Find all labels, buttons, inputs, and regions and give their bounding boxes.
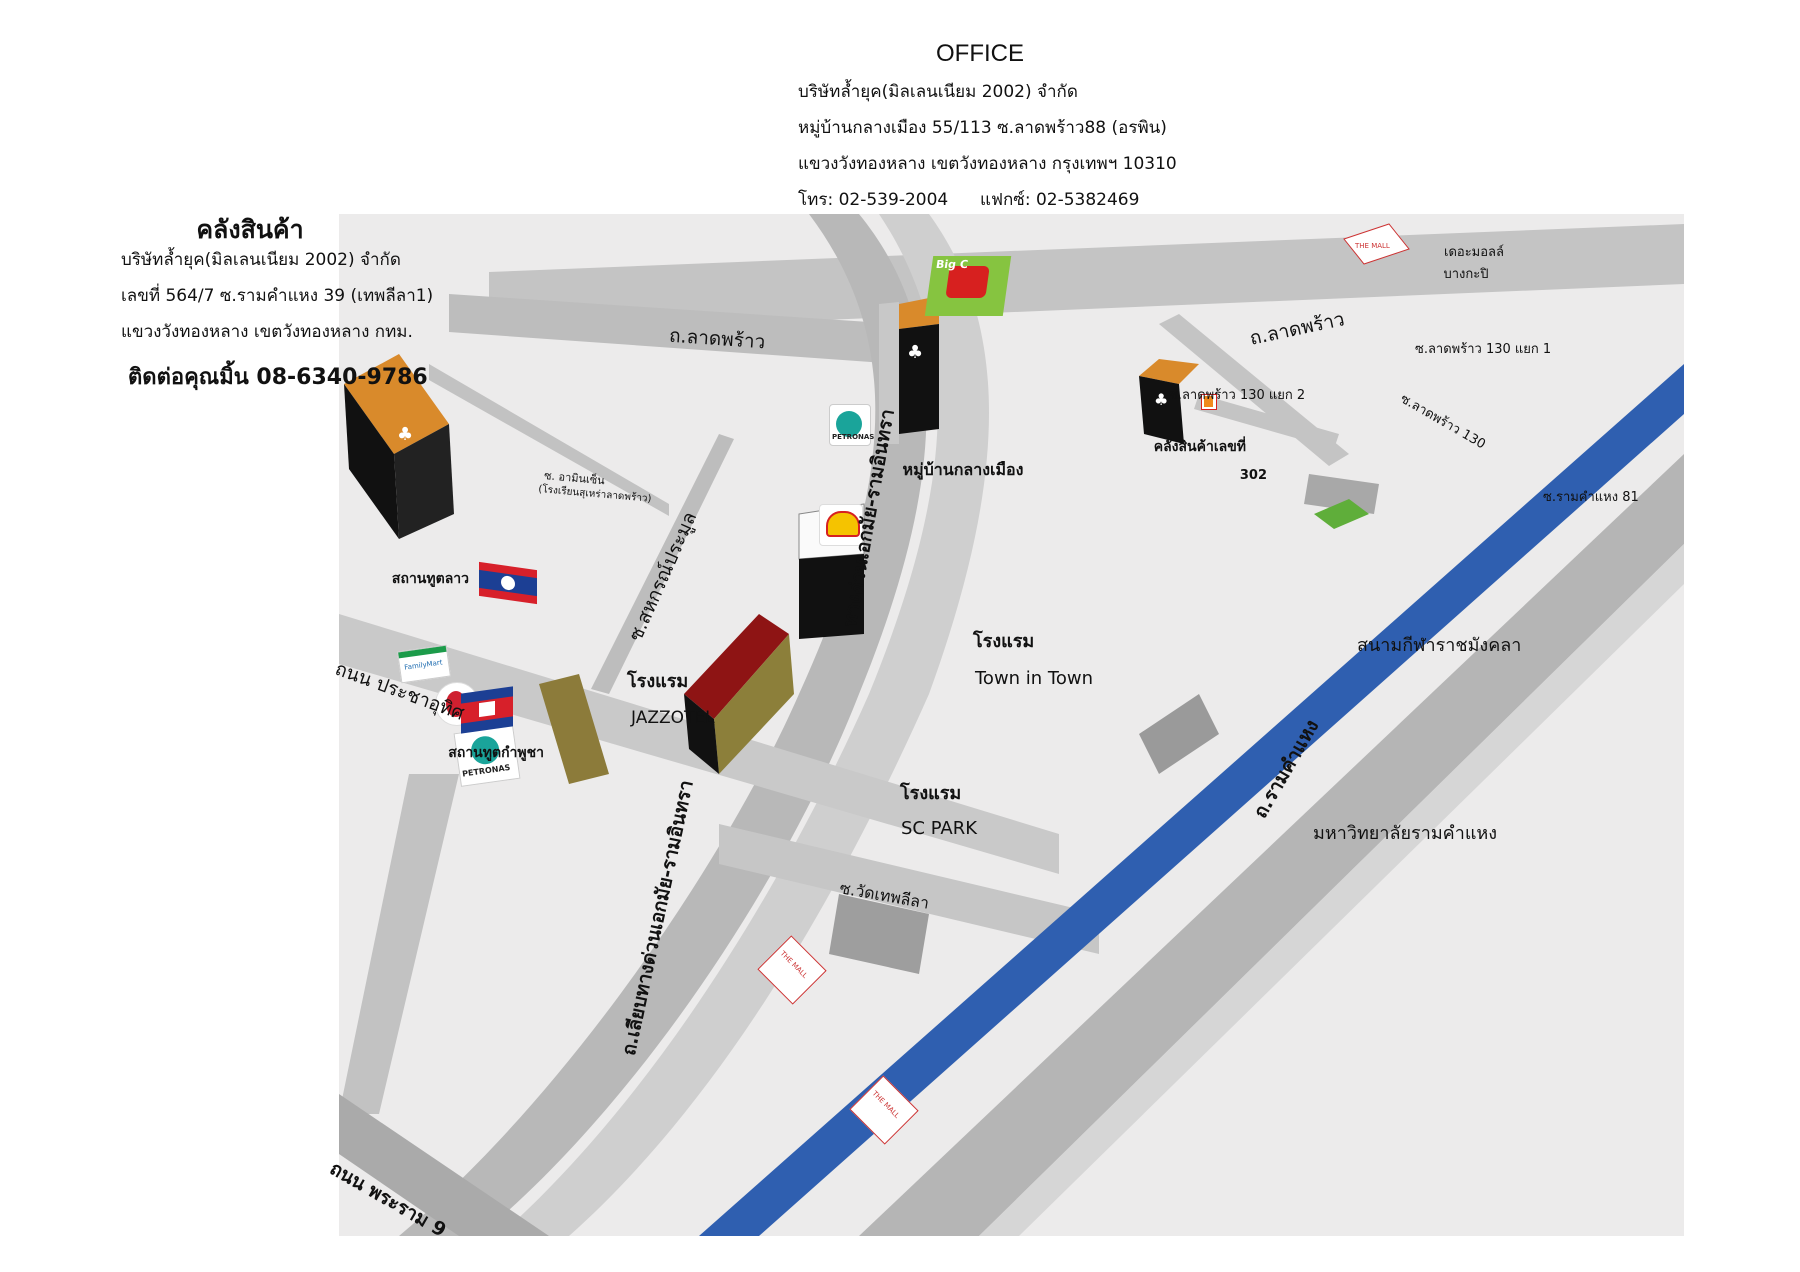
university-block xyxy=(1139,694,1219,774)
road-label-ladprao130-1: ซ.ลาดพร้าว 130 แยก 1 xyxy=(1415,342,1552,357)
road-ladprao130-branch xyxy=(1194,394,1339,449)
place-label-townintown-hotel: โรงแรม xyxy=(973,631,1035,652)
place-label-lao-embassy: สถานทูตลาว xyxy=(391,571,469,587)
road-ladprao-left xyxy=(449,294,899,364)
road-ramkhamhaeng-side xyxy=(979,544,1684,1236)
warehouse-company: บริษัทล้ำยุค(มิลเลนเนียม 2002) จำกัด xyxy=(121,250,401,270)
road-ramkhamhaeng xyxy=(859,454,1684,1236)
place-label-cambodia-embassy: สถานทูตกำพูชา xyxy=(448,745,544,761)
warehouse-contact: ติดต่อคุณมิ้น 08-6340-9786 xyxy=(128,365,428,390)
place-label-jazzotel-hotel: โรงแรม xyxy=(627,671,689,692)
road-label-ramkhamhaeng81: ซ.รามคำแหง 81 xyxy=(1543,490,1639,505)
road-sahakorn xyxy=(591,434,734,694)
seven-eleven-icon xyxy=(1201,394,1217,410)
place-label-warehouse302-b: 302 xyxy=(1239,468,1267,483)
bridge-wat-thepleela xyxy=(829,894,929,974)
playboy-logo-icon-3: ♣ xyxy=(1154,390,1169,409)
canal xyxy=(699,364,1684,1236)
building-aminsen-side xyxy=(344,384,399,539)
map: Big C PETRONAS PETRONAS FamilyMart THE M… xyxy=(326,214,1684,1242)
road-aminsen xyxy=(429,364,669,516)
the-mall-bangkapi-logo-icon: THE MALL xyxy=(1355,242,1390,250)
office-address-line-1: หมู่บ้านกลางเมือง 55/113 ซ.ลาดพร้าว88 (อ… xyxy=(798,118,1167,138)
stadium-block xyxy=(1314,499,1369,529)
bridge-ramkhamhaeng81 xyxy=(1304,474,1379,514)
building-aminsen-front xyxy=(394,424,454,539)
place-label-scpark-hotel: โรงแรม xyxy=(900,783,962,804)
place-label-mall-bangkapi-b: บางกะปิ xyxy=(1443,267,1489,282)
the-mall-bangkapi-logo-bg xyxy=(1343,223,1410,265)
map-drawing xyxy=(339,214,1684,1236)
cambodia-flag-icon xyxy=(461,686,513,734)
road-expressway-left xyxy=(399,214,927,1236)
place-label-scpark-name: SC PARK xyxy=(901,818,978,839)
shell-logo-icon xyxy=(819,504,863,546)
road-rama9 xyxy=(339,1094,549,1236)
road-left-vertical xyxy=(339,774,459,1114)
building-warehouse302-roof xyxy=(1139,359,1199,384)
building-village-body xyxy=(899,324,939,434)
playboy-logo-icon: ♣ xyxy=(397,424,414,445)
road-label-ladprao130-2: ซ.ลาดพร้าว 130 แยก 2 xyxy=(1169,388,1306,403)
office-address-line-2: แขวงวังทองหลาง เขตวังทองหลาง กรุงเทพฯ 10… xyxy=(798,154,1177,174)
place-label-warehouse302-a: คลังสินค้าเลขที่ xyxy=(1153,439,1246,455)
building-townintown-front xyxy=(799,554,864,639)
building-scpark-front xyxy=(684,694,719,774)
building-warehouse302-body xyxy=(1139,376,1184,444)
warehouse-address-line-1: เลขที่ 564/7 ซ.รามคำแหง 39 (เทพลีลา1) xyxy=(121,286,434,306)
big-c-logo-icon: Big C xyxy=(924,256,1012,316)
office-phone: โทร: 02-539-2004 xyxy=(798,190,949,210)
warehouse-title: คลังสินค้า xyxy=(196,215,304,244)
office-company: บริษัทล้ำยุค(มิลเลนเนียม 2002) จำกัด xyxy=(798,82,1078,102)
place-label-townintown-name: Town in Town xyxy=(975,668,1094,689)
building-scpark-roof xyxy=(684,614,789,719)
place-label-village: หมู่บ้านกลางเมือง xyxy=(902,460,1024,479)
place-label-university: มหาวิทยาลัยรามคำแหง xyxy=(1313,823,1498,844)
office-title: OFFICE xyxy=(936,40,1024,67)
place-label-mall-bangkapi-a: เดอะมอลล์ xyxy=(1444,245,1504,260)
road-expressway-right xyxy=(499,214,989,1236)
road-wat-thepleela xyxy=(719,824,1099,954)
building-scpark-side xyxy=(714,634,794,774)
building-jazzotel xyxy=(539,674,609,784)
road-village-soi xyxy=(879,302,899,444)
petronas-small-logo-icon: PETRONAS xyxy=(829,404,874,446)
place-label-stadium: สนามกีฬาราชมังคลา xyxy=(1357,635,1522,656)
place-label-jazzotel-name: JAZZOTEL xyxy=(631,708,715,728)
building-aminsen-roof xyxy=(344,354,449,454)
warehouse-address-line-2: แขวงวังทองหลาง เขตวังทองหลาง กทม. xyxy=(121,322,413,342)
playboy-logo-icon-2: ♣ xyxy=(907,342,924,363)
office-fax: แฟกซ์: 02-5382469 xyxy=(980,190,1140,210)
